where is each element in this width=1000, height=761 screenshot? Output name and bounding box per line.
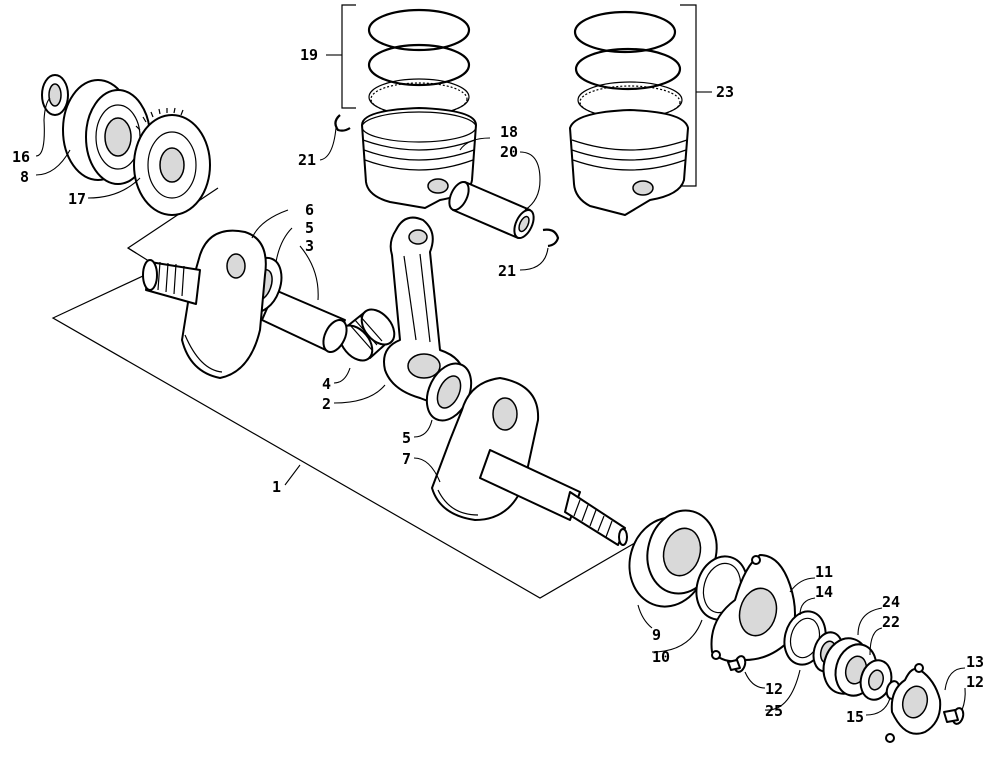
screw-12-right (943, 707, 965, 725)
callout-12-left: 12 (765, 680, 783, 698)
callout-4: 4 (322, 375, 331, 393)
callout-16: 16 (12, 148, 30, 166)
callout-20: 20 (500, 143, 518, 161)
callout-15: 15 (846, 708, 864, 726)
callout-10: 10 (652, 648, 670, 666)
piston-rings-set-left (367, 8, 471, 116)
gear-17 (133, 107, 211, 216)
circlip-upper (334, 114, 351, 132)
needle-bearing (338, 308, 396, 362)
callout-3: 3 (305, 237, 314, 255)
callout-8: 8 (20, 168, 29, 186)
callout-labels: 19 23 16 8 17 21 18 20 21 6 5 3 4 2 5 7 … (12, 46, 984, 726)
callout-23: 23 (716, 83, 734, 101)
callout-17: 17 (68, 190, 86, 208)
callout-12-right: 12 (966, 673, 984, 691)
callout-25: 25 (765, 702, 783, 720)
callout-6: 6 (305, 201, 314, 219)
bearing-retainer-plate (710, 554, 796, 663)
callout-11: 11 (815, 563, 833, 581)
callout-9: 9 (652, 626, 661, 644)
callout-22: 22 (882, 613, 900, 631)
bracket-19 (341, 4, 356, 109)
screw-12-left (727, 655, 747, 673)
callout-2: 2 (322, 395, 331, 413)
seal-16 (41, 74, 69, 116)
piston-left (361, 107, 477, 209)
crankshaft-assembly-outline (51, 187, 641, 599)
bracket-23 (680, 4, 697, 187)
crankshaft-right-shaft (479, 449, 628, 546)
callout-1: 1 (272, 478, 281, 496)
cover-plate-13 (885, 663, 942, 743)
callout-24: 24 (882, 593, 900, 611)
crank-pin (261, 289, 348, 353)
seal-22 (859, 659, 893, 701)
crankshaft-left-half (181, 229, 267, 379)
callout-19: 19 (300, 46, 318, 64)
callout-13: 13 (966, 653, 984, 671)
piston-rings-set-right (573, 10, 683, 119)
callout-5-right: 5 (402, 429, 411, 447)
main-bearing-9 (628, 509, 718, 608)
piston-right (569, 109, 689, 216)
callout-7: 7 (402, 450, 411, 468)
callout-5-left: 5 (305, 219, 314, 237)
piston-pin (448, 180, 535, 240)
crankshaft-left-shaft (142, 259, 201, 305)
callout-21-lower: 21 (498, 262, 516, 280)
leader-lines (35, 54, 966, 716)
callout-18: 18 (500, 123, 518, 141)
callout-21-upper: 21 (298, 151, 316, 169)
callout-14: 14 (815, 583, 833, 601)
circlip-lower (542, 228, 560, 248)
